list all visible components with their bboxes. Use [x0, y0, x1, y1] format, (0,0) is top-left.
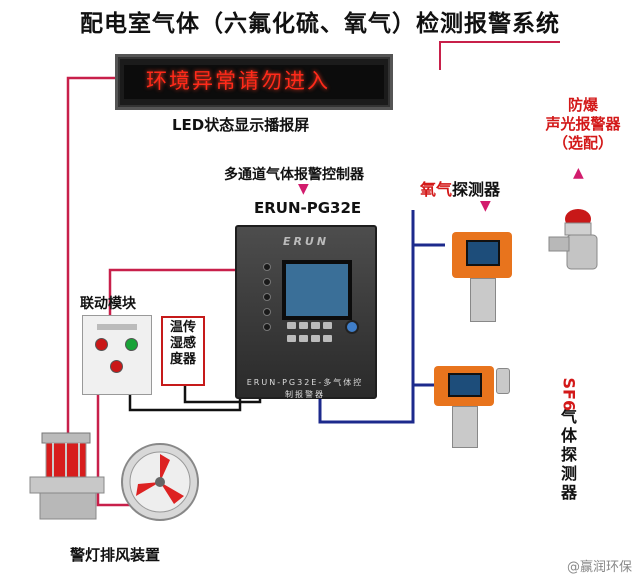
sf6-label-char-1: 气 — [560, 407, 577, 426]
sf6-label-char-4: 测 — [560, 464, 577, 483]
explosion-proof-alarm-icon — [548, 209, 598, 270]
alarm-arrow-icon: ▲ — [573, 165, 584, 181]
alarm-device-label: 防爆 声光报警器 （选配） — [528, 96, 638, 153]
temp-humidity-sensor: 温传 湿感 度器 — [161, 316, 205, 386]
wire-blue-main — [318, 210, 415, 424]
oxygen-detector-screen — [466, 240, 500, 266]
warning-lamp-icon — [29, 432, 105, 520]
sf6-detector-device — [430, 360, 510, 450]
sf6-detector-label: SF6 气 体 探 测 器 — [557, 376, 581, 503]
sensor-label-line-2: 湿感 — [169, 336, 196, 351]
sf6-detector-screen — [448, 373, 482, 397]
alarm-label-line-1: 防爆 — [567, 96, 598, 114]
red-button-icon — [95, 338, 108, 351]
oxygen-detector-device — [448, 226, 518, 326]
controller-screen — [282, 260, 352, 320]
wire-red-fan — [96, 393, 130, 507]
controller-caption: 多通道气体报警控制器 — [224, 167, 364, 183]
alarm-controller-device: ERUN ERUN-PG32E-多气体控制报警器 — [235, 225, 377, 399]
oxygen-label-black: 探测器 — [452, 180, 501, 199]
exhaust-fan-icon — [121, 443, 199, 521]
oxygen-arrow-icon: ▼ — [480, 198, 491, 214]
alarm-label-line-2: 声光报警器 — [545, 115, 621, 133]
controller-status-leds — [263, 263, 271, 331]
green-button-icon — [125, 338, 138, 351]
linkage-module-label: 联动模块 — [80, 296, 136, 312]
oxygen-detector-label: 氧气探测器 — [420, 176, 500, 200]
wire-red-alarm — [439, 41, 560, 70]
controller-model: ERUN-PG32E — [254, 199, 362, 217]
wire-red-module — [108, 268, 236, 316]
linkage-module-device — [82, 315, 152, 395]
controller-keypad — [287, 322, 341, 344]
controller-logo: ERUN — [282, 235, 330, 248]
led-display-text: 环境异常请勿进入 — [124, 65, 384, 99]
controller-arrow-icon: ▼ — [298, 181, 309, 197]
watermark: @赢润环保 — [566, 560, 632, 575]
controller-nameplate: ERUN-PG32E-多气体控制报警器 — [246, 378, 364, 399]
warning-fan-label: 警灯排风装置 — [70, 546, 161, 564]
oxygen-label-red: 氧气 — [420, 180, 453, 199]
sf6-label-char-5: 器 — [560, 483, 577, 502]
alarm-label-line-3: （选配） — [552, 134, 613, 152]
sensor-label-line-3: 度器 — [169, 352, 196, 367]
led-display-board: 环境异常请勿进入 — [115, 54, 393, 110]
controller-lock-icon — [345, 320, 359, 334]
led-display-label: LED状态显示播报屏 — [172, 116, 310, 134]
sensor-label-line-1: 温传 — [169, 320, 196, 335]
sf6-label-red: SF6 — [559, 377, 579, 412]
sf6-label-char-3: 探 — [560, 445, 577, 464]
red-button-icon — [110, 360, 123, 373]
page-title: 配电室气体（六氟化硫、氧气）检测报警系统 — [80, 11, 560, 37]
sf6-label-char-2: 体 — [560, 426, 577, 445]
